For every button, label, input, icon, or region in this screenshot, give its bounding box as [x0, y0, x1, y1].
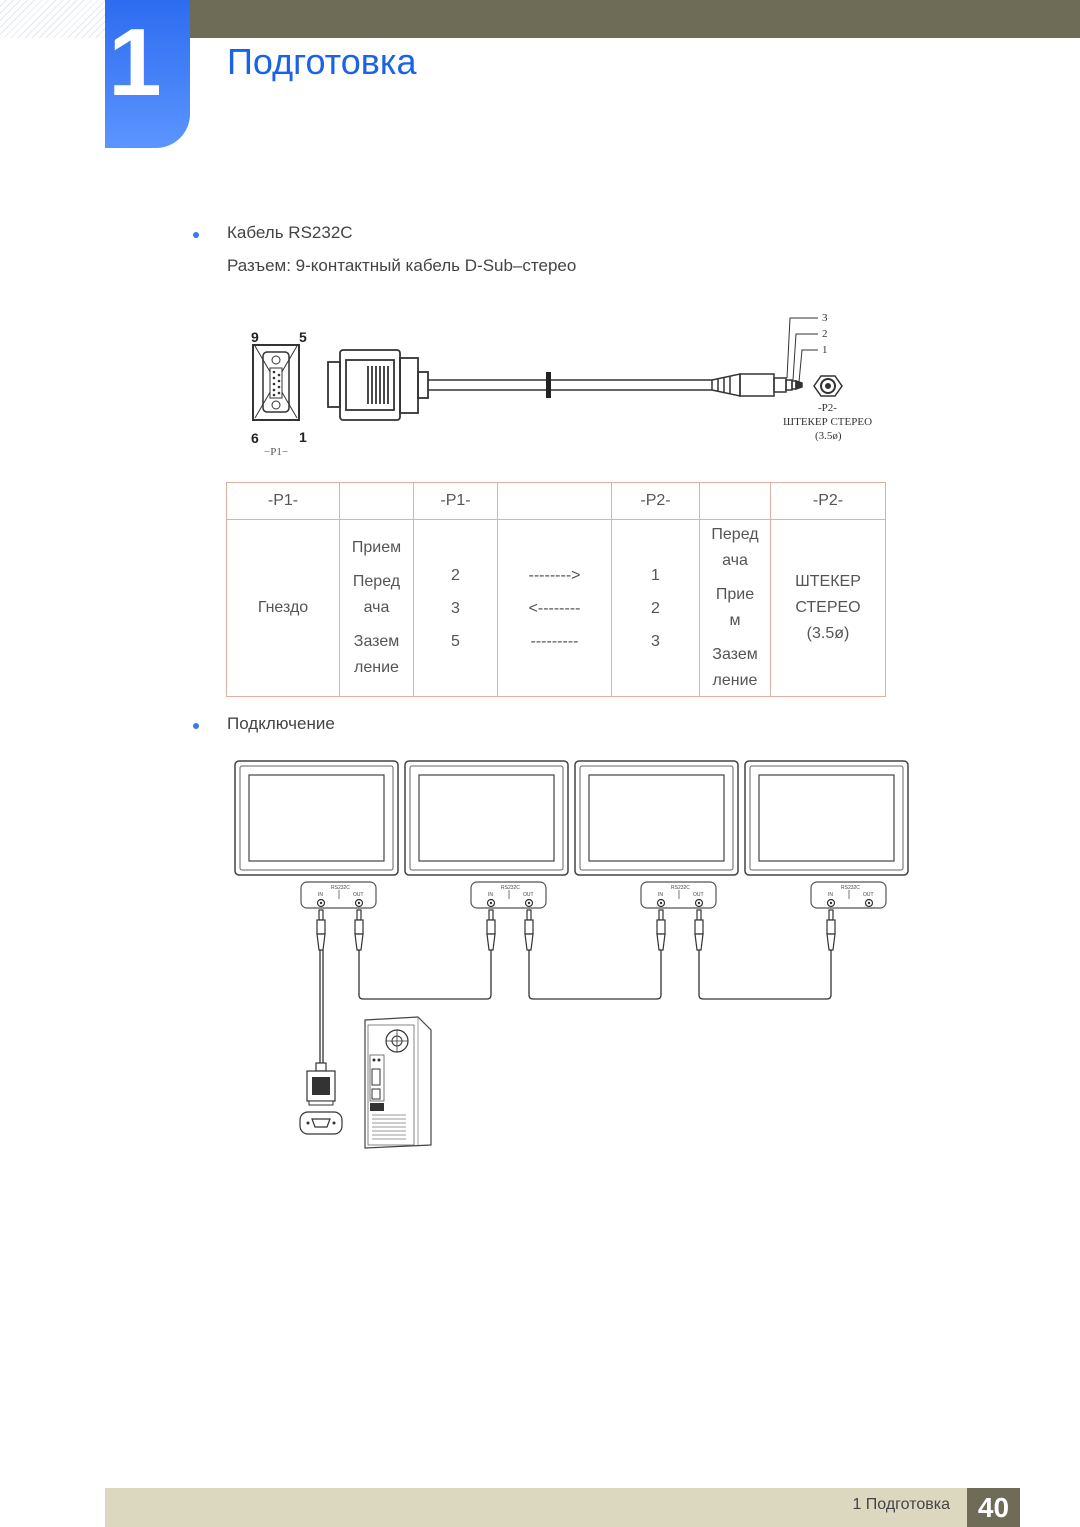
signal-text: ача	[722, 552, 748, 569]
jack-pin-leaders	[786, 317, 818, 383]
header-cell	[497, 482, 612, 520]
port-label: RS232C	[501, 885, 520, 891]
pin-table: -P1- -P1- -P2- -P2- Гнездо Прием Перед а…	[226, 482, 886, 697]
page-number: 40	[967, 1488, 1020, 1527]
port-label: RS232C	[671, 885, 690, 891]
jack-pin-1-label: 1	[822, 344, 828, 356]
signal-text: Перед	[711, 526, 759, 543]
p1-signal-cell: Прием Перед ача Зазем ление	[339, 519, 414, 697]
chapter-title: Подготовка	[227, 41, 417, 82]
signal-text: Зазем	[712, 646, 758, 663]
daisy-chain-cables	[358, 950, 832, 1000]
connection-bullet-label: Подключение	[227, 714, 335, 733]
p2-label: -P2-	[818, 402, 837, 414]
plug-text: (3.5ø)	[806, 625, 850, 642]
header-cell: -P2-	[611, 482, 700, 520]
monitor-3	[574, 760, 739, 876]
pin-number: 1	[651, 566, 660, 584]
cable-wire	[428, 372, 712, 398]
signal-text: ача	[363, 599, 390, 616]
direction-arrow: <--------	[528, 599, 581, 617]
plug-text: ШТЕКЕР	[795, 573, 861, 590]
header-hatch-decoration	[0, 0, 105, 38]
cable-figure: 9 5 6 1 −P1−	[251, 312, 872, 458]
footer-bar	[105, 1488, 1020, 1527]
out-label: OUT	[523, 892, 534, 898]
rs232c-port-panel-2: RS232C IN OUT	[470, 881, 547, 909]
pin-number: 5	[451, 632, 460, 650]
db9-pin-1-label: 1	[299, 429, 307, 445]
pin-number: 3	[451, 599, 460, 617]
rs232c-port-panel-1: RS232C IN OUT	[300, 881, 377, 909]
db9-pin-6-label: 6	[251, 430, 259, 446]
pc-cable	[306, 950, 336, 1106]
in-label: IN	[318, 892, 323, 898]
in-label: IN	[828, 892, 833, 898]
signal-text: ление	[354, 659, 399, 676]
direction-cell: --------> <-------- ---------	[497, 519, 612, 697]
socket-cell: Гнездо	[226, 519, 340, 697]
chapter-tab	[105, 0, 190, 148]
monitor-1	[234, 760, 399, 876]
stereo-plug-end-icon	[813, 375, 843, 397]
db9-pin-5-label: 5	[299, 329, 307, 345]
stereo-plug	[711, 373, 803, 397]
port-label: RS232C	[331, 885, 350, 891]
p2-pin-cell: 1 2 3	[611, 519, 700, 697]
p1-pin-cell: 2 3 5	[413, 519, 498, 697]
direction-arrow: ---------	[530, 632, 579, 650]
monitor-4	[744, 760, 909, 876]
port-label: RS232C	[841, 885, 860, 891]
monitor-2	[404, 760, 569, 876]
stereo-plug-cell: ШТЕКЕР СТЕРЕО (3.5ø)	[770, 519, 886, 697]
pc-tower-icon	[364, 1016, 432, 1149]
in-label: IN	[488, 892, 493, 898]
db9-front-view: 9 5 6 1 −P1−	[251, 329, 307, 458]
connector-description: Разъем: 9-контактный кабель D-Sub–стерео	[227, 256, 577, 275]
bullet-icon	[193, 232, 199, 238]
jack-plugs	[316, 909, 836, 951]
db9-pin-9-label: 9	[251, 329, 259, 345]
signal-text: м	[729, 612, 741, 629]
pin-table-body-row: Гнездо Прием Перед ача Зазем ление 2 3 5…	[226, 519, 886, 697]
header-cell: -P1-	[413, 482, 498, 520]
in-label: IN	[658, 892, 663, 898]
header-cell	[339, 482, 414, 520]
out-label: OUT	[693, 892, 704, 898]
jack-pin-2-label: 2	[822, 328, 828, 340]
direction-arrow: -------->	[528, 566, 581, 584]
signal-text: Прием	[351, 539, 402, 556]
p2-signal-cell: Перед ача Прие м Зазем ление	[699, 519, 771, 697]
signal-text: Зазем	[353, 633, 400, 650]
rs232c-port-panel-4: RS232C IN OUT	[810, 881, 887, 909]
stereo-size-label: (3.5ø)	[815, 430, 842, 442]
serial-port-icon	[299, 1111, 343, 1135]
rs232c-port-panel-3: RS232C IN OUT	[640, 881, 717, 909]
footer-chapter-ref: 1 Подготовка	[852, 1496, 950, 1513]
pin-number: 2	[451, 566, 460, 584]
out-label: OUT	[863, 892, 874, 898]
chapter-number: 1	[108, 9, 162, 116]
connection-diagram: RS232C IN OUT RS232C IN OUT RS232C IN OU…	[234, 760, 909, 1149]
bullet-icon	[193, 723, 199, 729]
db9-side-view	[327, 349, 429, 421]
p1-label: −P1−	[264, 446, 288, 458]
header-bar	[190, 0, 1080, 38]
pin-table-header-row: -P1- -P1- -P2- -P2-	[226, 482, 886, 520]
cable-bullet-label: Кабель RS232C	[227, 223, 353, 242]
header-cell: -P2-	[770, 482, 886, 520]
pin-number: 2	[651, 599, 660, 617]
signal-text: ление	[712, 672, 758, 689]
signal-text: Прие	[715, 586, 755, 603]
jack-pin-3-label: 3	[822, 312, 828, 324]
header-cell	[699, 482, 771, 520]
plug-text: СТЕРЕО	[795, 599, 861, 616]
stereo-plug-label: ШТЕКЕР СТЕРЕО	[783, 416, 872, 428]
header-cell: -P1-	[226, 482, 340, 520]
pin-number: 3	[651, 632, 660, 650]
signal-text: Перед	[352, 573, 401, 590]
out-label: OUT	[353, 892, 364, 898]
